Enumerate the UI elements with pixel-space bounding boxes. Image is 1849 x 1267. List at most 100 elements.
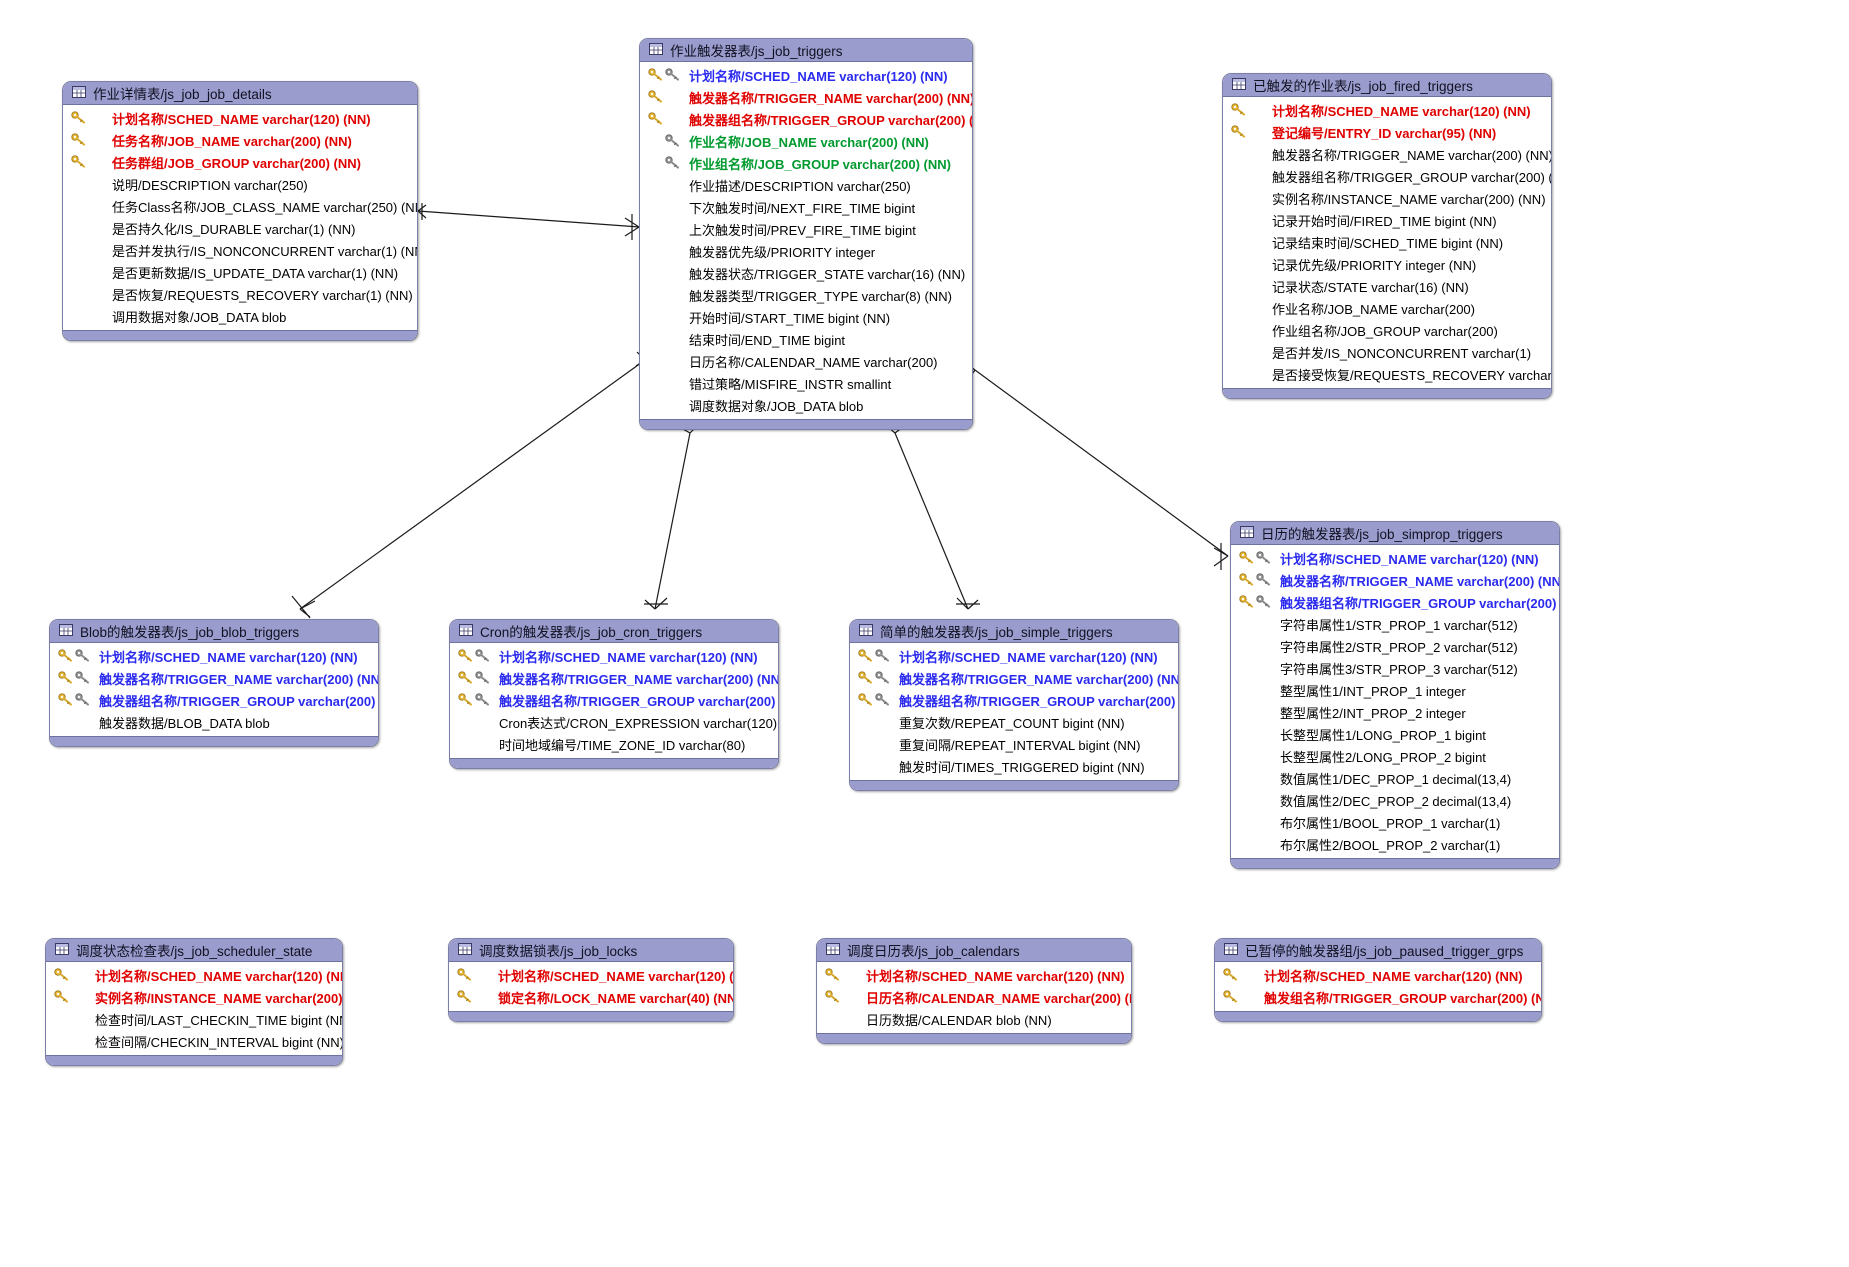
column-row[interactable]: 字符串属性1/STR_PROP_1 varchar(512) bbox=[1231, 614, 1559, 636]
column-row[interactable]: 任务Class名称/JOB_CLASS_NAME varchar(250) (N… bbox=[63, 196, 417, 218]
column-row[interactable]: 字符串属性2/STR_PROP_2 varchar(512) bbox=[1231, 636, 1559, 658]
column-row[interactable]: 触发器名称/TRIGGER_NAME varchar(200) (NN) bbox=[1231, 570, 1559, 592]
column-row[interactable]: 是否并发/IS_NONCONCURRENT varchar(1) bbox=[1223, 342, 1551, 364]
column-row[interactable]: 日历数据/CALENDAR blob (NN) bbox=[817, 1009, 1131, 1031]
entity-simple_triggers[interactable]: 简单的触发器表/js_job_simple_triggers 计划名称/SCHED… bbox=[849, 619, 1179, 791]
column-row[interactable]: 作业描述/DESCRIPTION varchar(250) bbox=[640, 175, 972, 197]
entity-title-paused_trigger_grps[interactable]: 已暂停的触发器组/js_job_paused_trigger_grps bbox=[1215, 939, 1541, 962]
entity-fired_triggers[interactable]: 已触发的作业表/js_job_fired_triggers 计划名称/SCHED_… bbox=[1222, 73, 1552, 399]
column-row[interactable]: 布尔属性2/BOOL_PROP_2 varchar(1) bbox=[1231, 834, 1559, 856]
column-row[interactable]: 任务群组/JOB_GROUP varchar(200) (NN) bbox=[63, 152, 417, 174]
column-row[interactable]: 计划名称/SCHED_NAME varchar(120) (NN) bbox=[1223, 100, 1551, 122]
column-row[interactable]: 布尔属性1/BOOL_PROP_1 varchar(1) bbox=[1231, 812, 1559, 834]
column-row[interactable]: 作业组名称/JOB_GROUP varchar(200) bbox=[1223, 320, 1551, 342]
column-row[interactable]: 是否更新数据/IS_UPDATE_DATA varchar(1) (NN) bbox=[63, 262, 417, 284]
column-row[interactable]: 长整型属性1/LONG_PROP_1 bigint bbox=[1231, 724, 1559, 746]
column-row[interactable]: 记录开始时间/FIRED_TIME bigint (NN) bbox=[1223, 210, 1551, 232]
entity-locks[interactable]: 调度数据锁表/js_job_locks 计划名称/SCHED_NAME varch… bbox=[448, 938, 734, 1022]
column-row[interactable]: 作业名称/JOB_NAME varchar(200) bbox=[1223, 298, 1551, 320]
column-row[interactable]: 计划名称/SCHED_NAME varchar(120) (NN) bbox=[50, 646, 378, 668]
column-row[interactable]: 计划名称/SCHED_NAME varchar(120) (NN) bbox=[640, 65, 972, 87]
column-row[interactable]: 触发器组名称/TRIGGER_GROUP varchar(200) (NN) bbox=[50, 690, 378, 712]
entity-blob_triggers[interactable]: Blob的触发器表/js_job_blob_triggers 计划名称/SCHED… bbox=[49, 619, 379, 747]
column-row[interactable]: 记录结束时间/SCHED_TIME bigint (NN) bbox=[1223, 232, 1551, 254]
column-row[interactable]: 计划名称/SCHED_NAME varchar(120) (NN) bbox=[450, 646, 778, 668]
column-row[interactable]: 错过策略/MISFIRE_INSTR smallint bbox=[640, 373, 972, 395]
column-row[interactable]: 触发器状态/TRIGGER_STATE varchar(16) (NN) bbox=[640, 263, 972, 285]
column-row[interactable]: 日历名称/CALENDAR_NAME varchar(200) bbox=[640, 351, 972, 373]
column-row[interactable]: 触发器数据/BLOB_DATA blob bbox=[50, 712, 378, 734]
column-row[interactable]: 是否并发执行/IS_NONCONCURRENT varchar(1) (NN) bbox=[63, 240, 417, 262]
entity-title-job_details[interactable]: 作业详情表/js_job_job_details bbox=[63, 82, 417, 105]
column-row[interactable]: 记录状态/STATE varchar(16) (NN) bbox=[1223, 276, 1551, 298]
column-row[interactable]: 时间地域编号/TIME_ZONE_ID varchar(80) bbox=[450, 734, 778, 756]
column-row[interactable]: 触发器组名称/TRIGGER_GROUP varchar(200) (NN) bbox=[1231, 592, 1559, 614]
column-row[interactable]: 触发时间/TIMES_TRIGGERED bigint (NN) bbox=[850, 756, 1178, 778]
column-row[interactable]: 触发器组名称/TRIGGER_GROUP varchar(200) (NN) bbox=[850, 690, 1178, 712]
entity-calendars[interactable]: 调度日历表/js_job_calendars 计划名称/SCHED_NAME va… bbox=[816, 938, 1132, 1044]
column-row[interactable]: 触发器组名称/TRIGGER_GROUP varchar(200) (NN) bbox=[450, 690, 778, 712]
entity-job_details[interactable]: 作业详情表/js_job_job_details 计划名称/SCHED_NAME … bbox=[62, 81, 418, 341]
column-row[interactable]: 作业名称/JOB_NAME varchar(200) (NN) bbox=[640, 131, 972, 153]
column-row[interactable]: 实例名称/INSTANCE_NAME varchar(200) (NN) bbox=[46, 987, 342, 1009]
entity-job_triggers[interactable]: 作业触发器表/js_job_triggers 计划名称/SCHED_NAME va… bbox=[639, 38, 973, 430]
column-row[interactable]: 触发器名称/TRIGGER_NAME varchar(200) (NN) bbox=[450, 668, 778, 690]
column-row[interactable]: 触发器名称/TRIGGER_NAME varchar(200) (NN) bbox=[850, 668, 1178, 690]
column-row[interactable]: 计划名称/SCHED_NAME varchar(120) (NN) bbox=[850, 646, 1178, 668]
column-row[interactable]: 触发器类型/TRIGGER_TYPE varchar(8) (NN) bbox=[640, 285, 972, 307]
entity-title-fired_triggers[interactable]: 已触发的作业表/js_job_fired_triggers bbox=[1223, 74, 1551, 97]
column-row[interactable]: 字符串属性3/STR_PROP_3 varchar(512) bbox=[1231, 658, 1559, 680]
column-row[interactable]: 锁定名称/LOCK_NAME varchar(40) (NN) bbox=[449, 987, 733, 1009]
column-row[interactable]: 说明/DESCRIPTION varchar(250) bbox=[63, 174, 417, 196]
column-row[interactable]: 计划名称/SCHED_NAME varchar(120) (NN) bbox=[63, 108, 417, 130]
entity-cron_triggers[interactable]: Cron的触发器表/js_job_cron_triggers 计划名称/SCHED… bbox=[449, 619, 779, 769]
column-row[interactable]: 是否持久化/IS_DURABLE varchar(1) (NN) bbox=[63, 218, 417, 240]
entity-title-simprop_triggers[interactable]: 日历的触发器表/js_job_simprop_triggers bbox=[1231, 522, 1559, 545]
column-row[interactable]: 触发器组名称/TRIGGER_GROUP varchar(200) (NN) bbox=[1223, 166, 1551, 188]
column-row[interactable]: 数值属性2/DEC_PROP_2 decimal(13,4) bbox=[1231, 790, 1559, 812]
column-row[interactable]: 调用数据对象/JOB_DATA blob bbox=[63, 306, 417, 328]
entity-title-locks[interactable]: 调度数据锁表/js_job_locks bbox=[449, 939, 733, 962]
column-row[interactable]: 计划名称/SCHED_NAME varchar(120) (NN) bbox=[46, 965, 342, 987]
column-row[interactable]: 结束时间/END_TIME bigint bbox=[640, 329, 972, 351]
column-row[interactable]: 作业组名称/JOB_GROUP varchar(200) (NN) bbox=[640, 153, 972, 175]
entity-title-scheduler_state[interactable]: 调度状态检查表/js_job_scheduler_state bbox=[46, 939, 342, 962]
column-row[interactable]: 开始时间/START_TIME bigint (NN) bbox=[640, 307, 972, 329]
column-row[interactable]: 计划名称/SCHED_NAME varchar(120) (NN) bbox=[817, 965, 1131, 987]
column-row[interactable]: 是否接受恢复/REQUESTS_RECOVERY varchar(1) bbox=[1223, 364, 1551, 386]
column-row[interactable]: 计划名称/SCHED_NAME varchar(120) (NN) bbox=[449, 965, 733, 987]
column-row[interactable]: 长整型属性2/LONG_PROP_2 bigint bbox=[1231, 746, 1559, 768]
entity-simprop_triggers[interactable]: 日历的触发器表/js_job_simprop_triggers 计划名称/SCHE… bbox=[1230, 521, 1560, 869]
column-row[interactable]: 整型属性2/INT_PROP_2 integer bbox=[1231, 702, 1559, 724]
column-row[interactable]: 是否恢复/REQUESTS_RECOVERY varchar(1) (NN) bbox=[63, 284, 417, 306]
column-row[interactable]: 触发器优先级/PRIORITY integer bbox=[640, 241, 972, 263]
column-row[interactable]: 上次触发时间/PREV_FIRE_TIME bigint bbox=[640, 219, 972, 241]
column-row[interactable]: 实例名称/INSTANCE_NAME varchar(200) (NN) bbox=[1223, 188, 1551, 210]
column-row[interactable]: 重复次数/REPEAT_COUNT bigint (NN) bbox=[850, 712, 1178, 734]
column-row[interactable]: 数值属性1/DEC_PROP_1 decimal(13,4) bbox=[1231, 768, 1559, 790]
column-row[interactable]: 登记编号/ENTRY_ID varchar(95) (NN) bbox=[1223, 122, 1551, 144]
entity-scheduler_state[interactable]: 调度状态检查表/js_job_scheduler_state 计划名称/SCHED… bbox=[45, 938, 343, 1066]
column-row[interactable]: 触发器名称/TRIGGER_NAME varchar(200) (NN) bbox=[50, 668, 378, 690]
column-row[interactable]: 触发组名称/TRIGGER_GROUP varchar(200) (NN) bbox=[1215, 987, 1541, 1009]
column-row[interactable]: 触发器名称/TRIGGER_NAME varchar(200) (NN) bbox=[640, 87, 972, 109]
entity-title-simple_triggers[interactable]: 简单的触发器表/js_job_simple_triggers bbox=[850, 620, 1178, 643]
column-row[interactable]: 检查间隔/CHECKIN_INTERVAL bigint (NN) bbox=[46, 1031, 342, 1053]
column-row[interactable]: 触发器组名称/TRIGGER_GROUP varchar(200) (NN) bbox=[640, 109, 972, 131]
entity-title-job_triggers[interactable]: 作业触发器表/js_job_triggers bbox=[640, 39, 972, 62]
column-row[interactable]: 任务名称/JOB_NAME varchar(200) (NN) bbox=[63, 130, 417, 152]
column-row[interactable]: 整型属性1/INT_PROP_1 integer bbox=[1231, 680, 1559, 702]
entity-title-blob_triggers[interactable]: Blob的触发器表/js_job_blob_triggers bbox=[50, 620, 378, 643]
column-row[interactable]: 触发器名称/TRIGGER_NAME varchar(200) (NN) bbox=[1223, 144, 1551, 166]
column-row[interactable]: 计划名称/SCHED_NAME varchar(120) (NN) bbox=[1231, 548, 1559, 570]
column-row[interactable]: 计划名称/SCHED_NAME varchar(120) (NN) bbox=[1215, 965, 1541, 987]
column-row[interactable]: 检查时间/LAST_CHECKIN_TIME bigint (NN) bbox=[46, 1009, 342, 1031]
entity-title-cron_triggers[interactable]: Cron的触发器表/js_job_cron_triggers bbox=[450, 620, 778, 643]
column-row[interactable]: 重复间隔/REPEAT_INTERVAL bigint (NN) bbox=[850, 734, 1178, 756]
column-row[interactable]: 记录优先级/PRIORITY integer (NN) bbox=[1223, 254, 1551, 276]
entity-title-calendars[interactable]: 调度日历表/js_job_calendars bbox=[817, 939, 1131, 962]
entity-paused_trigger_grps[interactable]: 已暂停的触发器组/js_job_paused_trigger_grps 计划名称/… bbox=[1214, 938, 1542, 1022]
column-row[interactable]: 日历名称/CALENDAR_NAME varchar(200) (NN) bbox=[817, 987, 1131, 1009]
column-row[interactable]: 下次触发时间/NEXT_FIRE_TIME bigint bbox=[640, 197, 972, 219]
column-row[interactable]: 调度数据对象/JOB_DATA blob bbox=[640, 395, 972, 417]
